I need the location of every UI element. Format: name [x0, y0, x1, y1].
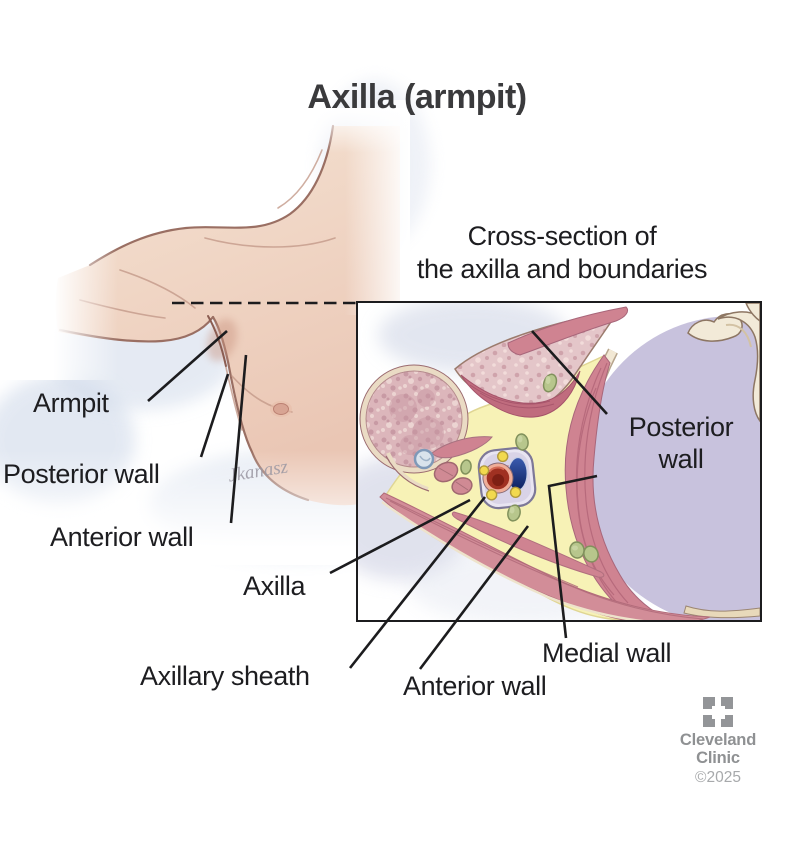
cleveland-clinic-branding: Cleveland Clinic ©2025: [670, 697, 766, 787]
label-anterior-wall-inset: Anterior wall: [403, 671, 547, 701]
tendon-sliver: [683, 605, 760, 619]
label-medial-wall: Medial wall: [542, 638, 672, 668]
page-title: Axilla (armpit): [307, 78, 527, 116]
label-axillary-sheath: Axillary sheath: [140, 661, 310, 691]
brand-name-line1: Cleveland: [679, 731, 757, 749]
axillary-sheath-bundle: [477, 447, 537, 510]
label-posterior-wall: Posterior wall: [3, 459, 160, 489]
shoulder-small-structures: [413, 436, 493, 495]
inset-caption-line2: the axilla and boundaries: [416, 253, 708, 284]
biceps-tendon: [413, 448, 435, 470]
label-axilla: Axilla: [243, 571, 306, 601]
torso-skin: [55, 126, 400, 506]
leader-armpit: [147, 330, 228, 402]
brand-name-line2: Clinic: [696, 749, 740, 768]
nerves: [478, 450, 522, 501]
leader-posterior-wall-left: [199, 373, 230, 458]
humeral-head: [359, 364, 469, 492]
label-armpit: Armpit: [33, 388, 109, 418]
label-posterior-wall-inset: Posterior wall: [628, 412, 734, 474]
torso-outlines: [58, 124, 335, 502]
brand-copyright: ©2025: [695, 769, 741, 787]
inset-caption: Cross-section of the axilla and boundari…: [356, 220, 768, 286]
illustrator-signature: Jkanasz: [226, 456, 290, 487]
label-anterior-wall: Anterior wall: [50, 522, 194, 552]
areola: [270, 401, 292, 417]
bone-shading: [725, 323, 752, 348]
armpit-crease: [207, 315, 227, 367]
armpit-shadow: [206, 318, 238, 362]
inset-caption-line1: Cross-section of: [467, 221, 657, 251]
scapula-bones: [687, 303, 760, 423]
nipple: [273, 403, 289, 415]
thorax-circle: [578, 316, 760, 620]
cleveland-clinic-logo-icon: [703, 697, 733, 727]
torso-contours: [79, 149, 336, 431]
fade-left: [0, 240, 118, 380]
leader-anterior-wall-left: [229, 354, 248, 524]
